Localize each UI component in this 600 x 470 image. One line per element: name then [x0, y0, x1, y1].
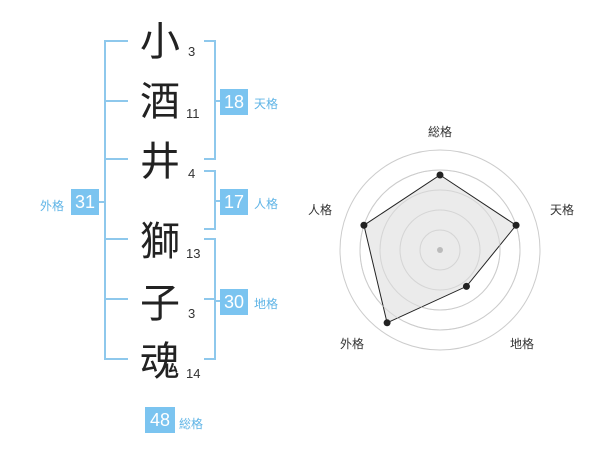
jinkaku-label: 人格 [254, 197, 279, 211]
stroke-count-2: 11 [186, 106, 200, 121]
radar-ring-overlay [419, 229, 461, 271]
gaikaku-connector [98, 201, 106, 203]
soukaku-value: 48 [145, 407, 175, 433]
jinkaku-connector [214, 200, 222, 202]
name-char-1: 小 [140, 19, 180, 65]
chikaku-tick [204, 298, 216, 300]
chikaku-connector [214, 300, 222, 302]
chikaku-value: 30 [220, 289, 248, 315]
radar-label-jinkaku: 人格 [308, 203, 333, 217]
stroke-count-6: 14 [186, 366, 201, 381]
tenkaku-value: 18 [220, 89, 248, 115]
name-char-5: 子 [140, 281, 180, 327]
tenkaku-label: 天格 [254, 97, 279, 111]
gaikaku-bracket [104, 40, 128, 360]
radar-ring [399, 209, 481, 291]
radar-polygon [363, 174, 517, 324]
name-char-2: 酒 [140, 79, 180, 125]
tenkaku-connector [214, 100, 222, 102]
radar-point [360, 221, 368, 229]
gaikaku-value: 31 [71, 189, 99, 215]
radar-ring [359, 169, 521, 331]
stroke-count-4: 13 [186, 246, 201, 261]
gaikaku-tick [104, 100, 128, 102]
radar-ring-overlay [359, 169, 521, 331]
gaikaku-tick [104, 298, 128, 300]
stroke-count-5: 3 [188, 306, 196, 321]
name-char-3: 井 [140, 139, 180, 185]
radar-ring-overlay [379, 189, 501, 311]
name-char-6: 魂 [140, 339, 180, 385]
radar-ring [419, 229, 461, 271]
radar-label-chikaku: 地格 [510, 337, 535, 351]
gaikaku-tick [104, 158, 128, 160]
radar-point [383, 319, 391, 327]
gaikaku-label: 外格 [40, 199, 65, 213]
stroke-count-3: 4 [188, 166, 196, 181]
radar-center-dot [437, 247, 443, 253]
chikaku-label: 地格 [254, 297, 279, 311]
radar-point [436, 171, 444, 179]
radar-point [512, 221, 520, 229]
soukaku-label: 総格 [179, 417, 204, 431]
radar-ring [379, 189, 501, 311]
radar-ring-overlay [399, 209, 481, 291]
radar-ring [339, 149, 541, 351]
radar-label-tenkaku: 天格 [550, 203, 575, 217]
radar-label-gaikaku: 外格 [340, 337, 365, 351]
radar-point [462, 282, 470, 290]
stroke-count-1: 3 [188, 44, 196, 59]
name-char-4: 獅 [140, 219, 180, 265]
jinkaku-value: 17 [220, 189, 248, 215]
radar-label-soukaku: 総格 [428, 125, 453, 139]
gaikaku-tick [104, 238, 128, 240]
